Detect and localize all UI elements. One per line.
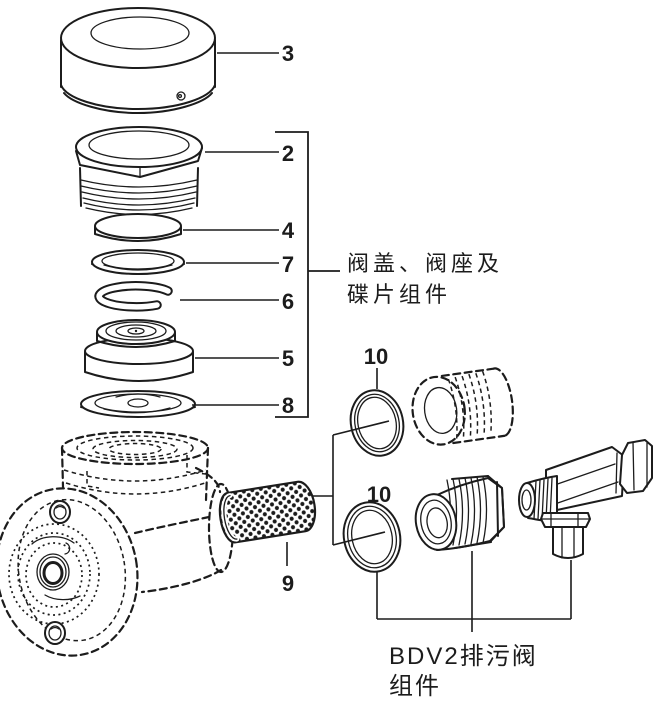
part-3-cover-cap (60, 7, 216, 114)
valve-body-phantom (0, 430, 235, 657)
part-6-retaining-ring (94, 281, 173, 312)
connector-strainer-orings (313, 435, 334, 545)
leader-10-upper (332, 368, 390, 436)
callout-3: 3 (282, 41, 294, 66)
caption-bdv2-group-line1: BDV2排污阀 (389, 643, 538, 670)
part-2-bonnet-cap (75, 126, 203, 216)
bdv2-plug (414, 475, 505, 551)
callout-7: 7 (282, 252, 294, 277)
male-thread-end (518, 475, 558, 523)
part-7-seal-ring (91, 249, 185, 275)
part-4-disc (94, 213, 182, 242)
phantom-plug (411, 367, 514, 446)
bracket-bdv2-group (376, 551, 572, 632)
part-9-strainer (218, 480, 317, 544)
leader-10-lower (332, 531, 386, 546)
callout-8: 8 (282, 393, 294, 418)
callout-4: 4 (282, 218, 295, 243)
bracket-bonnet-group (275, 131, 340, 418)
callout-2: 2 (282, 141, 294, 166)
callout-10-upper: 10 (364, 344, 388, 369)
outlet-fitting (540, 512, 591, 559)
compression-nut (619, 439, 653, 494)
callout-6: 6 (282, 289, 294, 314)
bdv2-angle-valve (518, 439, 653, 559)
part-10-oring-upper (349, 389, 405, 457)
callout-10-lower: 10 (367, 482, 391, 507)
part-5-valve-seat (84, 319, 194, 382)
part-10-oring-lower (342, 501, 402, 573)
bolt-hole-upper (49, 500, 71, 524)
caption-bonnet-group-line1: 阀盖、阀座及 (347, 251, 503, 276)
caption-bonnet-group-line2: 碟片组件 (347, 282, 451, 307)
bolt-hole-lower (44, 621, 66, 645)
callout-5: 5 (282, 346, 294, 371)
part-8-diaphragm-plate (80, 390, 196, 418)
callout-9: 9 (282, 571, 294, 596)
caption-bdv2-group-line2: 组件 (389, 673, 441, 700)
